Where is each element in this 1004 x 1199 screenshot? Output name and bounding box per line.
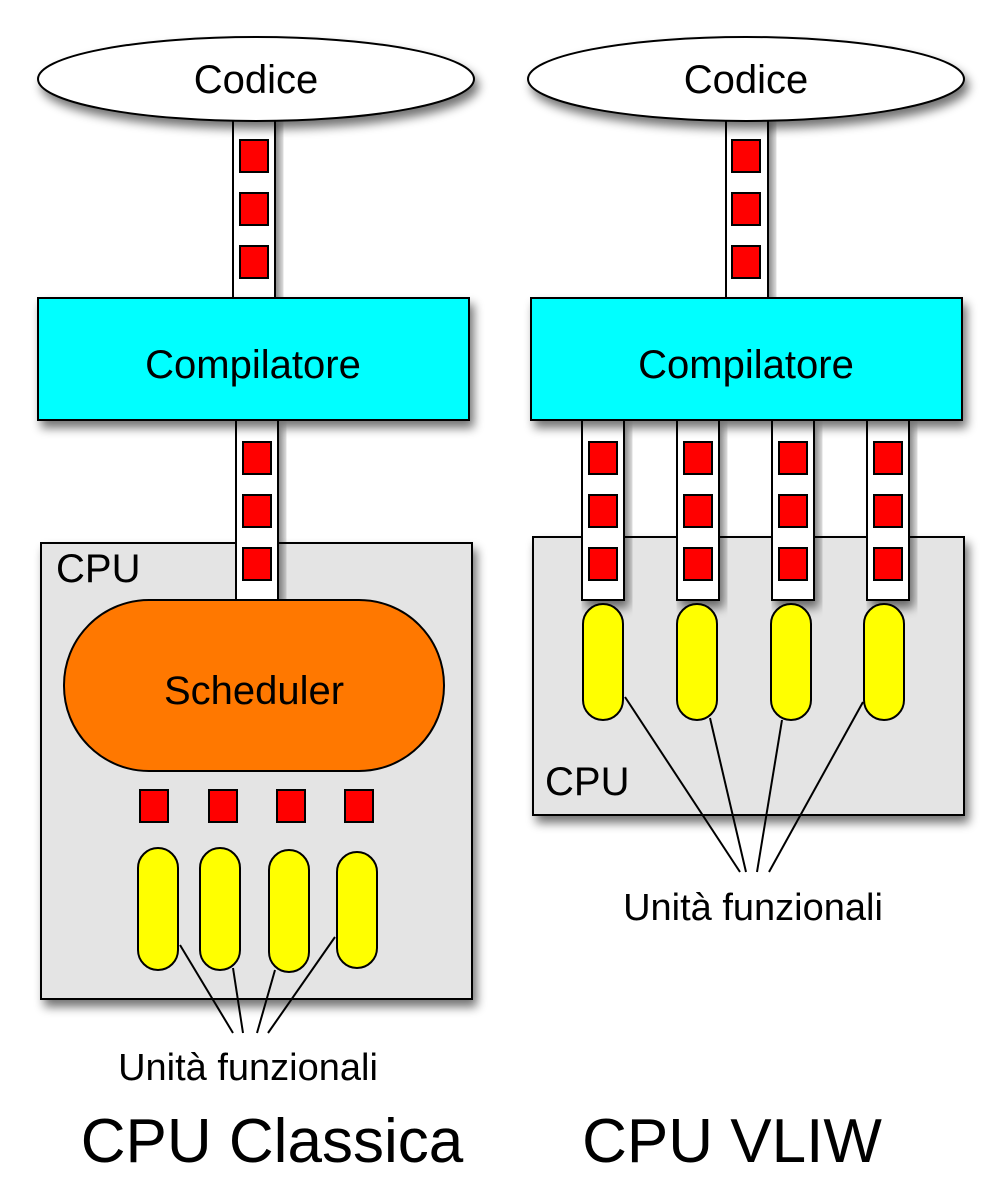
leader-line <box>232 967 244 1034</box>
functional-unit <box>137 847 179 971</box>
instruction-block <box>873 494 903 528</box>
scheduled-instruction <box>139 789 169 823</box>
functional-unit <box>770 603 812 721</box>
instruction-block <box>731 139 761 173</box>
vliw-parallel-streams <box>581 419 910 601</box>
classic-functional-units <box>137 847 378 973</box>
instruction-block <box>239 139 269 173</box>
vliw-code-label: Codice <box>684 58 809 102</box>
functional-unit <box>199 847 241 971</box>
vliw-units-label: Unità funzionali <box>623 887 883 929</box>
instruction-block <box>588 441 618 475</box>
vliw-compiler-box <box>530 297 963 421</box>
vliw-stream <box>676 419 720 601</box>
classic-pipe2-instructions <box>242 441 272 581</box>
vliw-stream <box>866 419 910 601</box>
vliw-caption: CPU VLIW <box>582 1107 882 1176</box>
functional-unit <box>582 603 624 721</box>
instruction-block <box>683 441 713 475</box>
instruction-block <box>778 547 808 581</box>
instruction-block <box>873 441 903 475</box>
vliw-compiler-label: Compilatore <box>638 343 854 387</box>
functional-unit <box>336 851 378 969</box>
vliw-functional-units <box>582 603 905 721</box>
leader-line <box>709 717 747 873</box>
scheduler-box <box>63 599 445 772</box>
instruction-block <box>778 441 808 475</box>
scheduled-instructions <box>139 789 374 823</box>
classic-cpu-label: CPU <box>56 547 140 591</box>
functional-unit <box>676 603 718 721</box>
vliw-pipe-top-instructions <box>731 139 761 279</box>
instruction-block <box>239 245 269 279</box>
scheduled-instruction <box>344 789 374 823</box>
instruction-block <box>242 547 272 581</box>
leader-line <box>256 969 276 1034</box>
classic-compiler-label: Compilatore <box>145 343 361 387</box>
functional-unit <box>268 849 310 973</box>
instruction-block <box>588 547 618 581</box>
functional-unit <box>863 603 905 721</box>
instruction-block <box>731 192 761 226</box>
leader-line <box>768 701 864 873</box>
classic-code-label: Codice <box>194 58 319 102</box>
leader-line <box>267 936 336 1034</box>
scheduled-instruction <box>276 789 306 823</box>
classic-units-label: Unità funzionali <box>118 1047 378 1089</box>
classic-caption: CPU Classica <box>81 1107 464 1176</box>
vliw-stream <box>771 419 815 601</box>
leader-line <box>756 719 783 873</box>
vliw-cpu-label: CPU <box>545 760 629 804</box>
classic-unit-leader-lines <box>179 936 336 1034</box>
scheduler-label: Scheduler <box>164 669 344 713</box>
classic-cpu-diagram: CPU Codice Compilatore Scheduler Unità f… <box>37 36 475 1176</box>
classic-compiler-box <box>37 297 470 421</box>
instruction-block <box>588 494 618 528</box>
vliw-cpu-diagram: CPU Codice Compilatore Unità funzionali … <box>527 36 965 1176</box>
classic-pipe1-instructions <box>239 139 269 279</box>
instruction-block <box>683 494 713 528</box>
instruction-block <box>873 547 903 581</box>
classic-code-ellipse <box>37 36 475 122</box>
leader-line <box>179 944 234 1034</box>
leader-line <box>624 696 741 873</box>
instruction-block <box>683 547 713 581</box>
instruction-block <box>778 494 808 528</box>
vliw-code-ellipse <box>527 36 965 122</box>
scheduled-instruction <box>208 789 238 823</box>
vliw-unit-leader-lines <box>624 696 864 873</box>
instruction-block <box>731 245 761 279</box>
vliw-stream <box>581 419 625 601</box>
instruction-block <box>242 441 272 475</box>
instruction-block <box>242 494 272 528</box>
instruction-block <box>239 192 269 226</box>
